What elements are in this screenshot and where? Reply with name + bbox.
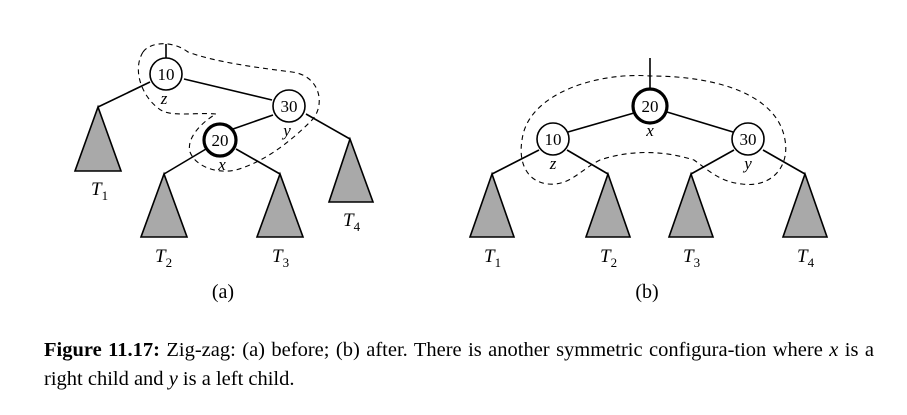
panel-a-node-z (149, 57, 183, 91)
panel-b-node-y-key: 30 (740, 130, 757, 149)
panel-b-node-z-key: 10 (545, 130, 562, 149)
figure-caption: Figure 11.17: Zig-zag: (a) before; (b) a… (44, 336, 874, 394)
panel-b-subtree-t3-label: T3 (683, 246, 700, 270)
panel-b-node-x (631, 87, 669, 125)
panel-a-edge-z-t1 (97, 81, 151, 108)
panel-a-var-x: x (217, 155, 226, 174)
panel-a-caption-label: (a) (212, 281, 234, 303)
panel-b-subtree-t3 (667, 171, 715, 238)
panel-b-edge-x-y (666, 111, 734, 133)
panel-b-node-x-key: 20 (642, 97, 659, 116)
panel-a-subtree-t2-label: T2 (155, 246, 172, 270)
figure-caption-var-y: y (168, 368, 178, 390)
panel-b-subtree-t4-label: T4 (797, 246, 815, 270)
panel-a-var-z: z (160, 89, 168, 108)
panel-b-subtree-t1-label: T1 (484, 246, 501, 270)
panel-a-node-y (272, 89, 306, 123)
panel-a-node-x-key: 20 (212, 131, 229, 150)
figure-caption-heading: Figure 11.17: (44, 339, 160, 361)
figure-caption-text-3: is a left child. (177, 368, 295, 390)
panel-a-subtree-t1 (73, 104, 123, 172)
panel-b-node-y (731, 122, 765, 156)
panel-a-subtree-t4 (327, 136, 375, 203)
panel-a-var-y: y (281, 121, 291, 140)
panel-a (73, 43, 375, 238)
panel-b-edge-x-z (567, 112, 635, 133)
panel-a-edge-x-t2 (163, 148, 207, 175)
panel-b-var-y: y (742, 154, 752, 173)
figure-caption-text-1: Zig-zag: (a) before; (b) after. There is… (159, 339, 830, 361)
panel-a-subtree-t3 (255, 171, 305, 238)
panel-a-subtree-t4-label: T4 (343, 210, 361, 234)
panel-b-var-z: z (549, 154, 557, 173)
figure-caption-var-x: x (829, 339, 839, 361)
panel-b-subtree-t1 (468, 171, 516, 238)
panel-b-edge-z-t1 (491, 149, 540, 175)
panel-a-subtree-t2 (139, 171, 189, 238)
panel-b-subtree-t4 (781, 171, 829, 238)
panel-a-subtree-t1-label: T1 (91, 179, 108, 203)
panel-a-dashed-group-outline (137, 43, 320, 172)
panel-a-text: 10 30 20 z y x T1 T2 T3 T4 (a) (91, 65, 361, 303)
panel-b-edge-z-t2 (566, 149, 609, 175)
panel-b-edge-y-t4 (762, 149, 806, 175)
panel-b-subtree-t2 (584, 171, 632, 238)
zig-zag-figure: 10 30 20 z y x T1 T2 T3 T4 (a) 20 (73, 43, 829, 303)
panel-a-node-y-key: 30 (281, 97, 298, 116)
panel-b (468, 58, 829, 238)
panel-b-text: 20 10 30 x z y T1 T2 T3 T4 (b) (484, 97, 815, 303)
panel-a-edge-z-y (183, 78, 273, 101)
panel-a-node-x (202, 122, 238, 158)
figure-caption-text-2: is a right child and (44, 339, 874, 390)
panel-b-node-z (536, 122, 570, 156)
panel-b-dashed-group-outline (520, 74, 787, 186)
panel-a-edge-x-t3 (235, 148, 281, 175)
panel-b-caption-label: (b) (635, 281, 658, 303)
panel-b-var-x: x (645, 121, 654, 140)
panel-b-subtree-t2-label: T2 (600, 246, 617, 270)
panel-a-edge-y-t4 (305, 113, 351, 140)
panel-a-edge-y-x (232, 114, 274, 130)
panel-a-subtree-t3-label: T3 (272, 246, 289, 270)
panel-b-edge-y-t3 (690, 149, 735, 175)
panel-a-node-z-key: 10 (158, 65, 175, 84)
